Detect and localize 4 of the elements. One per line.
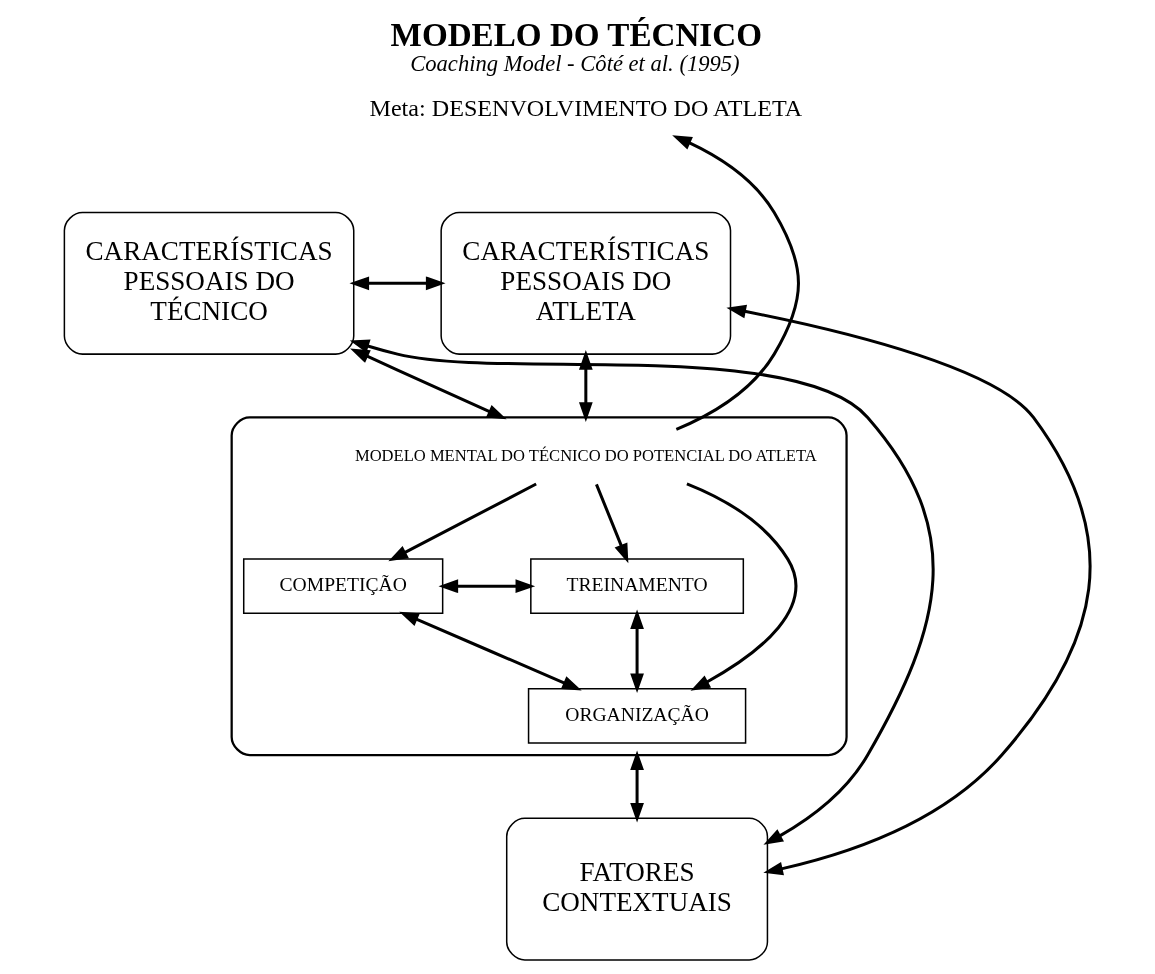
node-text: MODELO MENTAL DO TÉCNICO DO POTENCIAL DO ATLETA (354, 445, 817, 465)
node-text: Meta: DESENVOLVIMENTO DO ATLETA (369, 94, 803, 121)
diagram-title: MODELO DO TÉCNICO (390, 15, 762, 53)
caption: Coaching Model - Côté et al. (1995) (410, 50, 740, 76)
